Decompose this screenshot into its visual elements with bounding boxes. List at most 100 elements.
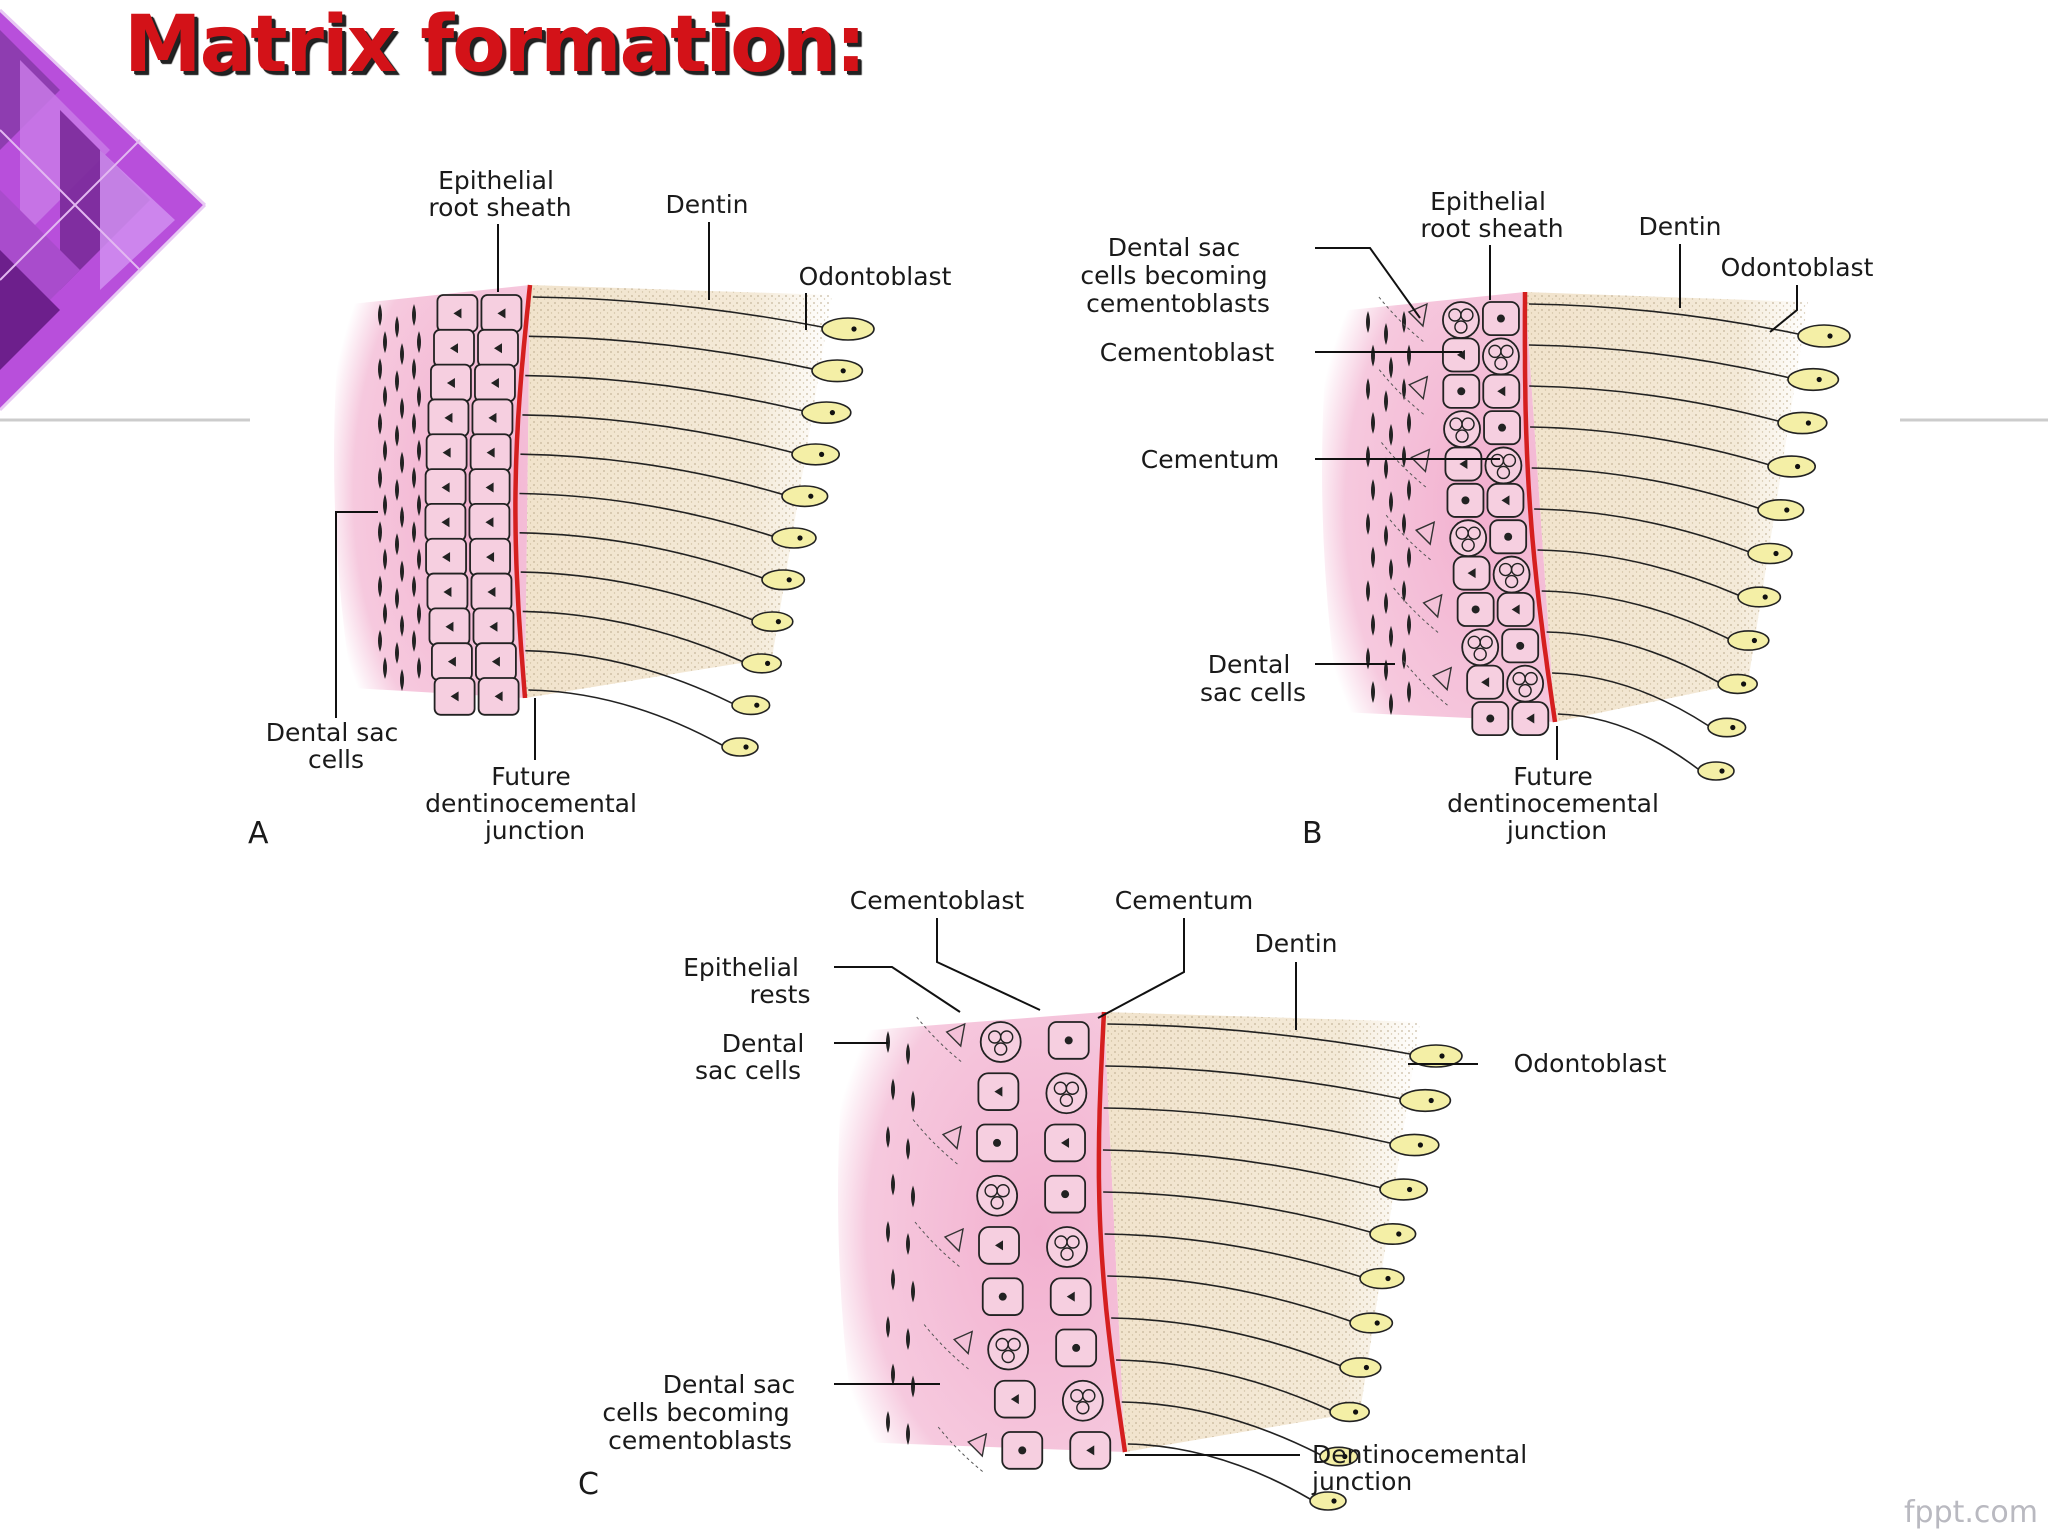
b-tissue-dental-sac-cell [1384,592,1388,615]
a-tissue-dental-sac-cell [395,587,399,610]
panel-a-letter: A [248,816,269,851]
a-tissue-cell-nucleus [450,343,459,354]
b-tissue-dentinal-tubule [1528,344,1789,379]
a-tissue-cell-nucleus [488,412,497,423]
a-tissue-dental-sac-cell [417,548,421,571]
c-tissue-dental-sac-cell [891,1363,895,1386]
c-tissue-dental-sac-cell [911,1185,915,1208]
c-tissue-dentinal-tubule [1102,1149,1381,1189]
a-tissue-odontoblast-nucleus [808,493,814,499]
b-tissue-cell-nucleus [1498,423,1507,432]
panel-a-tissue [334,284,875,757]
c-tissue-dental-sac-cell [886,1316,890,1338]
a-tissue-odontoblast-nucleus [797,535,803,541]
c-tissue-dentinal-tubule [1127,1443,1311,1500]
c-tissue-dentinal-tubule [1104,1233,1361,1278]
c-tissue-odontoblast-nucleus [1407,1186,1413,1193]
c-tissue-odontoblast [1369,1223,1417,1246]
b-tissue-dental-sac-cell [1407,411,1411,434]
a-tissue-dental-sac-cell [412,521,416,544]
c-tissue-epithelial-rest-part [1059,1093,1074,1107]
c-tissue-dental-sac-cell [906,1233,910,1255]
a-tissue-cell-nucleus [490,378,499,389]
panel-c-label-epithelial-rests: Epithelial rests [683,953,810,1009]
b-tissue-cell-nucleus [1456,349,1465,360]
c-tissue-dentinal-tubule [1103,1191,1371,1233]
c-tissue-odontoblast [1339,1357,1382,1378]
b-tissue-dentinal-tubule [1528,303,1799,335]
c-tissue-epithelial-rest [987,1328,1030,1371]
c-tissue-cell-nucleus [1066,1291,1075,1302]
b-tissue-epithelial-rest-part [1494,356,1508,371]
c-tissue-epithelial-rest-part [1066,1235,1080,1249]
slide-title: Matrix formation: [124,0,866,90]
c-tissue-epithelial-rest-part [1065,1081,1080,1095]
panel-c-label-cementoblast: Cementoblast [850,886,1025,915]
a-tissue-dental-sac-cell [395,370,399,393]
b-tissue-odontoblast [1757,498,1805,521]
c-tissue-cell-nucleus [994,1086,1003,1097]
b-tissue-cell-nucleus [1501,495,1510,506]
b-tissue-odontoblast [1747,542,1793,565]
b-tissue-cell-nucleus [1461,496,1470,505]
b-tissue-epithelial-rest-part [1479,635,1493,649]
b-tissue-cell-nucleus [1467,568,1476,579]
a-tissue-cell-nucleus [494,343,503,354]
a-tissue-cell-nucleus [442,447,451,458]
b-tissue-odontoblast-nucleus [1719,768,1725,774]
panel-c-label-junction: Dentinocemental junction [1311,1440,1535,1496]
c-tissue-odontoblast-nucleus [1374,1320,1380,1326]
b-tissue-cell-nucleus [1526,713,1535,724]
a-tissue-cell-nucleus [486,552,495,563]
panel-c-label-dental-sac-becoming: Dental sac cells becoming cementoblasts [602,1370,803,1455]
c-tissue-odontoblast [1349,1312,1394,1334]
a-tissue-dental-sac-cell [412,575,416,598]
a-tissue-dental-sac-cell [395,478,399,501]
c-tissue-odontoblast [1319,1446,1359,1467]
a-tissue-odontoblast [741,653,783,674]
b-tissue-odontoblast-nucleus [1741,681,1747,687]
b-tissue-dental-sac-cell [1371,344,1375,367]
panel-a-label-epithelial-root-sheath: Epithelial root sheath [428,166,571,222]
panel-a-label-dentin: Dentin [665,190,748,219]
b-tissue-epithelial-rest-part [1454,320,1468,334]
c-tissue-cell-nucleus [993,1138,1002,1147]
b-tissue-cell-nucleus [1516,641,1525,650]
a-tissue-dental-sac-cell [417,494,421,517]
a-tissue-junction-line [513,284,533,699]
a-tissue-dental-sac-cell [400,397,404,420]
c-tissue-odontoblast [1399,1088,1452,1113]
a-tissue-cell-nucleus [494,691,503,702]
a-tissue-dentinal-tubule [519,492,773,537]
panel-a-labels: Epithelial root sheath Dentin Odontoblas… [248,166,952,851]
panel-a-label-odontoblast: Odontoblast [799,262,952,291]
panel-b-label-cementoblast: Cementoblast [1100,338,1275,367]
a-tissue-dental-sac-cell [412,358,416,381]
c-tissue-dental-sac-cell [886,1411,890,1433]
c-tissue-sac-cell-becoming-cementoblast [945,1022,966,1048]
c-tissue-odontoblast-nucleus [1331,1498,1337,1504]
c-tissue-dental-sac-cell [891,1268,895,1291]
a-tissue-dental-sac-cell [417,602,421,625]
b-tissue-dentinal-tubule [1557,713,1699,770]
a-tissue-cell-nucleus [447,656,456,667]
a-tissue-odontoblast [771,527,817,549]
b-tissue-dental-sac-cell [1366,378,1370,401]
b-tissue-epithelial-rest-part [1524,671,1538,686]
b-tissue-dental-sac-cell [1389,491,1393,514]
c-tissue-epithelial-rest-part [996,1184,1010,1198]
b-tissue-collagen-fiber [1393,587,1439,634]
c-tissue-epithelial-rest-part [994,1042,1008,1056]
c-tissue-collagen-fiber [937,1426,984,1473]
b-tissue-cell-nucleus [1486,714,1495,723]
b-tissue-dental-sac-cell [1402,580,1406,603]
a-tissue-dental-sac-cell [378,358,382,381]
b-tissue-dental-sac-cell [1389,693,1393,715]
b-tissue-dental-sac-cell [1384,390,1388,413]
b-tissue-dental-sac-cell [1366,311,1370,333]
b-tissue-dental-sac-cell [1371,411,1375,434]
panel-b-labels: Epithelial root sheath Dentin Odontoblas… [1080,187,1873,851]
c-tissue-dentinal-tubule [1107,1023,1411,1055]
a-tissue-dental-sac-cell [378,466,382,489]
